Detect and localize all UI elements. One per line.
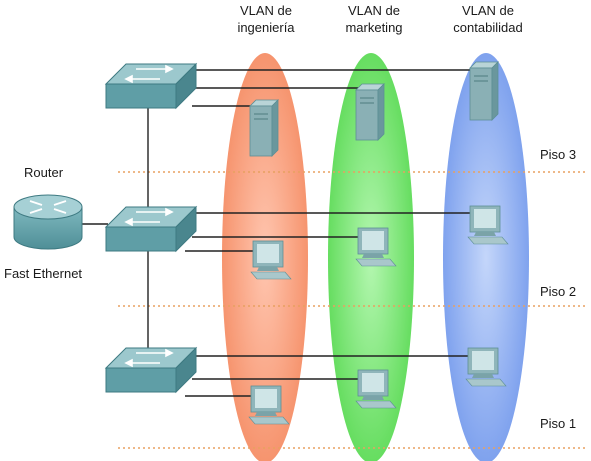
vlan-accounting-label: VLAN de contabilidad [440,2,536,36]
server-icon [355,83,385,141]
vlan-accounting-label-line2: contabilidad [453,20,523,35]
vlan-marketing-label: VLAN de marketing [336,2,412,36]
vlan-engineering-label: VLAN de ingeniería [228,2,304,36]
vlan-accounting-zone [443,53,529,461]
fast-ethernet-label: Fast Ethernet [4,266,83,281]
server-icon [469,61,499,121]
router-icon [13,194,83,250]
vlan-marketing-label-line2: marketing [345,20,403,35]
floor-1-label: Piso 1 [540,416,577,431]
workstation-icon [250,240,292,280]
workstation-icon [355,227,397,267]
vlan-marketing-label-line1: VLAN de [347,3,401,18]
server-icon [249,99,279,157]
floor-3-label: Piso 3 [540,147,577,162]
workstation-icon [248,385,290,425]
workstation-icon [355,369,397,409]
switch-icon [104,62,198,110]
vlan-engineering-label-line1: VLAN de [239,3,293,18]
vlan-accounting-label-line1: VLAN de [461,3,515,18]
router-label: Router [24,165,64,180]
switch-icon [104,346,198,394]
switch-icon [104,205,198,253]
workstation-icon [467,205,509,245]
vlan-engineering-label-line2: ingeniería [237,20,295,35]
workstation-icon [465,347,507,387]
floor-2-label: Piso 2 [540,284,577,299]
